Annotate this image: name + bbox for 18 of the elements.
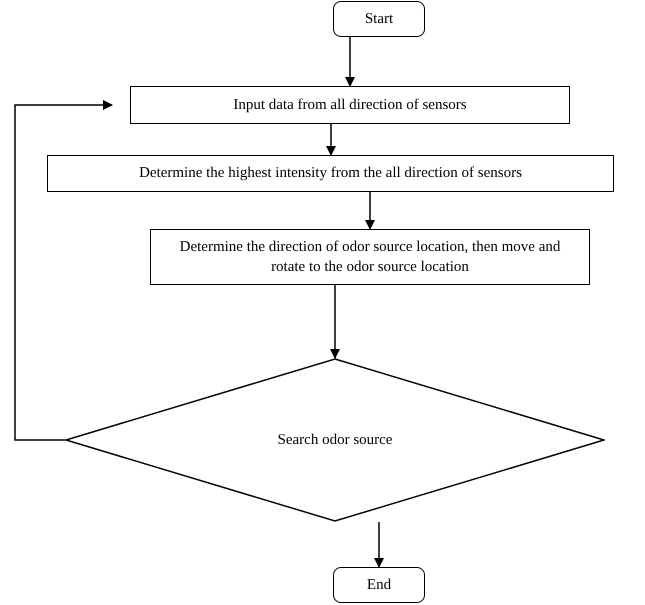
arrow [14, 100, 113, 441]
process-box [150, 229, 590, 285]
node-text: Start [364, 10, 394, 29]
arrow [365, 192, 375, 230]
end-terminal [333, 567, 425, 603]
process-box [47, 155, 614, 192]
process-box [130, 86, 570, 124]
node-text: Search odor source [278, 430, 392, 450]
node-text: Determine the highest intensity from the all direction of sensors [139, 164, 522, 184]
node-text: End [366, 576, 392, 595]
arrow [345, 37, 355, 87]
arrow [330, 285, 340, 359]
node-text: Determine the direction of odor source location, then move and rotate to the odor source location [178, 238, 562, 277]
node-text: Input data from all direction of sensors [233, 96, 467, 115]
arrow [326, 124, 336, 156]
start-terminal [333, 1, 425, 37]
arrow [374, 522, 384, 568]
decision-diamond [65, 358, 605, 522]
